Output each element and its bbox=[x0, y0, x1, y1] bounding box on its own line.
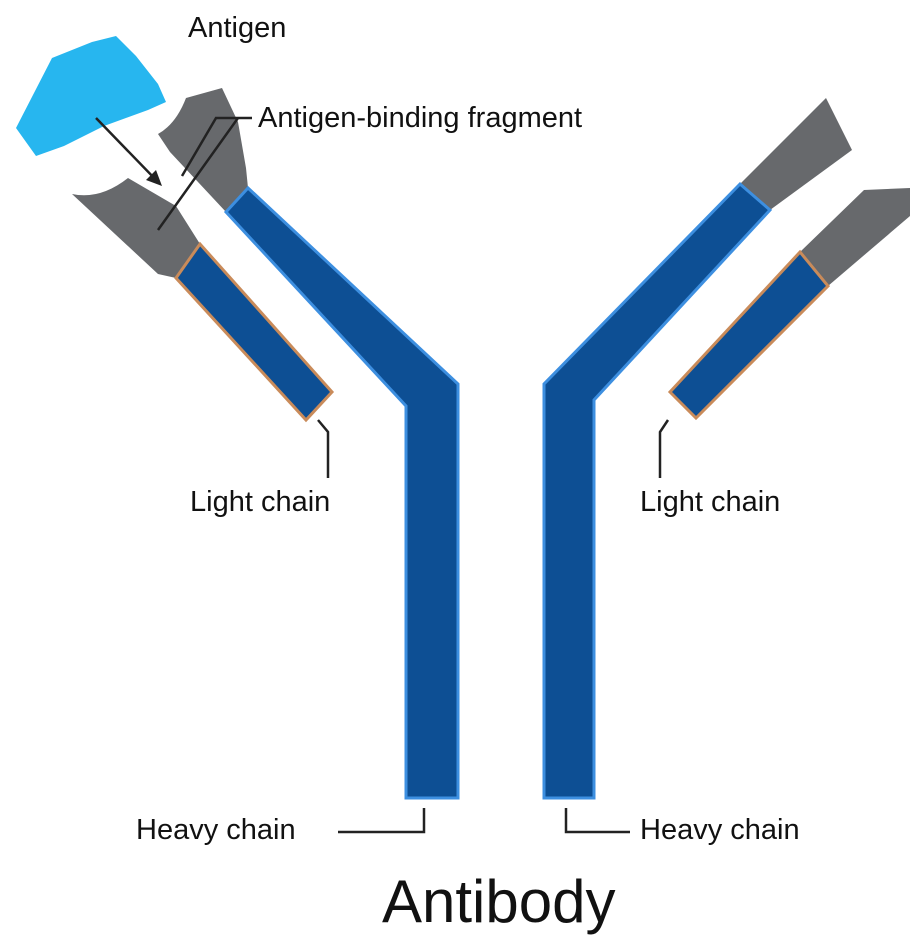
left-light-variable-region bbox=[72, 178, 200, 278]
antigen-label: Antigen bbox=[188, 14, 286, 43]
light-chain-left-leader bbox=[318, 420, 328, 478]
right-heavy-variable-region bbox=[740, 98, 852, 210]
antigen-binding-fragment-label: Antigen-binding fragment bbox=[258, 104, 582, 133]
light-chain-right-label: Light chain bbox=[640, 488, 780, 517]
light-chain-left-label: Light chain bbox=[190, 488, 330, 517]
heavy-chain-left-leader bbox=[338, 808, 424, 832]
heavy-chain-right-leader bbox=[566, 808, 630, 832]
diagram-title: Antibody bbox=[382, 872, 616, 932]
left-heavy-variable-region bbox=[158, 88, 248, 212]
light-chain-right-leader bbox=[660, 420, 668, 478]
antigen-arrow bbox=[96, 118, 158, 182]
heavy-chain-left-label: Heavy chain bbox=[136, 816, 296, 845]
heavy-chain-right-label: Heavy chain bbox=[640, 816, 800, 845]
antigen-shape bbox=[16, 36, 166, 156]
